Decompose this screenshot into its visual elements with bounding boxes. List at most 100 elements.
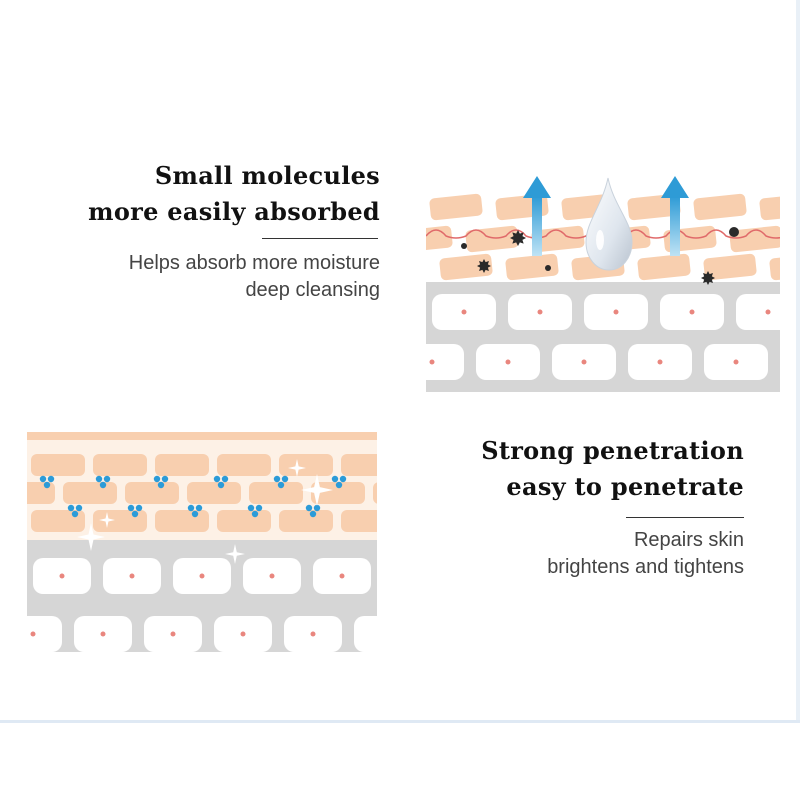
skin-cell — [637, 253, 691, 281]
skin-cell — [279, 454, 333, 476]
skin-cell — [27, 482, 55, 504]
molecule-icon — [247, 504, 255, 512]
molecule-icon — [273, 475, 281, 483]
dermis-cell — [426, 344, 464, 380]
dirt-particle-icon — [461, 243, 467, 249]
skin-cell — [311, 482, 365, 504]
skin-cell — [125, 482, 179, 504]
molecule-icon — [331, 475, 339, 483]
skin-cell — [703, 253, 757, 281]
dermis-cells — [27, 558, 377, 652]
molecule-icon — [75, 504, 83, 512]
molecule-icon — [339, 475, 347, 483]
molecule-icon — [103, 475, 111, 483]
molecule-icon — [313, 504, 321, 512]
molecule-icon — [153, 475, 161, 483]
epidermis-cells — [27, 454, 377, 532]
skin-cell — [465, 225, 519, 253]
bottom-margin — [0, 723, 800, 800]
molecule-icon — [43, 481, 51, 489]
section2-heading: Strong penetration easy to penetrate — [481, 433, 744, 505]
sparkle-icon — [77, 523, 105, 551]
molecule-icon — [161, 475, 169, 483]
sparkle-icon — [301, 474, 333, 506]
molecule-icon — [47, 475, 55, 483]
skin-cell — [505, 253, 559, 281]
skin-cell — [341, 454, 377, 476]
skin-cell — [217, 454, 271, 476]
bottom-border — [0, 720, 800, 723]
cell-nucleus — [657, 359, 663, 365]
dirt-particle-icon — [477, 259, 491, 273]
up-arrow-icon — [523, 176, 551, 256]
skin-cell — [373, 482, 377, 504]
section2-heading-line1: Strong penetration — [481, 436, 744, 465]
section1-desc-line1: Helps absorb more moisture — [128, 252, 380, 274]
cell-nucleus — [429, 359, 435, 365]
cell-nucleus — [59, 573, 65, 579]
skin-cell — [93, 510, 147, 532]
cell-nucleus — [613, 309, 619, 315]
dermis-cells — [426, 294, 780, 380]
dirt-particles — [461, 227, 739, 285]
molecule-icon — [67, 504, 75, 512]
dermis-cell — [27, 616, 62, 652]
section2-description: Repairs skin brightens and tightens — [547, 527, 744, 581]
skin-cell — [217, 510, 271, 532]
section2-desc-line2: brightens and tightens — [547, 556, 744, 578]
skin-cell — [729, 225, 780, 253]
dirt-particle-icon — [545, 265, 551, 271]
cell-nucleus — [689, 309, 695, 315]
section1-divider — [262, 238, 378, 239]
skin-cell — [531, 225, 585, 253]
cell-nucleus — [269, 573, 275, 579]
molecule-icon — [127, 504, 135, 512]
penetration-illustration — [27, 432, 377, 652]
cell-nucleus — [129, 573, 135, 579]
skin-cell — [93, 454, 147, 476]
cell-nucleus — [170, 631, 176, 637]
molecule-icon — [99, 481, 107, 489]
dermis-cell — [354, 616, 377, 652]
section2-desc-line1: Repairs skin — [633, 529, 744, 551]
skin-cell — [279, 510, 333, 532]
molecule-icon — [195, 504, 203, 512]
cell-nucleus — [310, 631, 316, 637]
molecule-icon — [191, 510, 199, 518]
skin-cell — [155, 510, 209, 532]
skin-cell — [155, 454, 209, 476]
skin-cell — [249, 482, 303, 504]
molecule-icon — [187, 504, 195, 512]
molecule-icon — [281, 475, 289, 483]
molecule-icon — [217, 481, 225, 489]
molecule-icon — [135, 504, 143, 512]
section2-heading-line2: easy to penetrate — [506, 472, 744, 501]
molecule-icon — [277, 481, 285, 489]
skin-cell — [429, 193, 483, 221]
cell-nucleus — [240, 631, 246, 637]
cell-nucleus — [339, 573, 345, 579]
cell-nucleus — [581, 359, 587, 365]
section1-heading-line1: Small molecules — [154, 161, 380, 190]
cell-nucleus — [461, 309, 467, 315]
top-skin-strip — [27, 432, 377, 440]
right-border — [796, 0, 800, 723]
molecule-icon — [221, 475, 229, 483]
molecule-icon — [157, 481, 165, 489]
skin-cell — [31, 454, 85, 476]
dirt-particle-icon — [729, 227, 739, 237]
skin-cell — [187, 482, 241, 504]
cell-nucleus — [505, 359, 511, 365]
section1-desc-line2: deep cleansing — [245, 279, 380, 301]
molecule-icon — [213, 475, 221, 483]
skin-cell — [341, 510, 377, 532]
sparkle-icon — [288, 459, 306, 477]
cell-nucleus — [199, 573, 205, 579]
skin-cell — [63, 482, 117, 504]
section1-heading-line2: more easily absorbed — [88, 197, 380, 226]
skin-cell — [439, 253, 493, 281]
cell-nucleus — [765, 309, 771, 315]
molecule-icon — [309, 510, 317, 518]
molecule-icon — [255, 504, 263, 512]
molecule-icon — [131, 510, 139, 518]
